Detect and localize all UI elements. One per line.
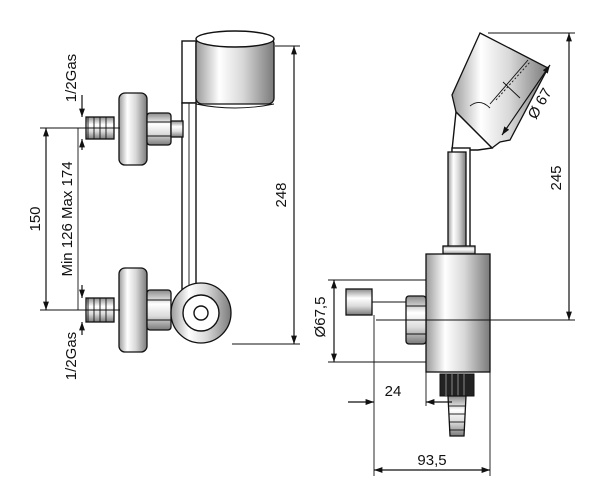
dim-150-label: 150 xyxy=(27,206,44,231)
right-view-mixer: Ø 67 245 xyxy=(312,32,575,476)
dimension-o67-5: Ø67,5 xyxy=(312,279,426,363)
tilted-shower-head xyxy=(447,32,549,249)
dim-24-label: 24 xyxy=(385,383,402,400)
dimension-24: 24 xyxy=(348,315,452,476)
dimension-93-5: 93,5 xyxy=(374,372,491,476)
upper-connector xyxy=(85,92,184,166)
shower-head-side xyxy=(181,30,275,109)
mixer-body xyxy=(345,245,491,437)
thread-top-label: 1/2Gas xyxy=(63,54,80,102)
dim-93-5-label: 93,5 xyxy=(417,452,446,469)
dimension-248: 248 xyxy=(232,45,300,345)
thread-bottom-label: 1/2Gas xyxy=(63,332,80,380)
dimension-150: 150 Min 126 Max 174 xyxy=(27,127,120,311)
dimension-245: 245 xyxy=(376,32,575,321)
thread-markers: 1/2Gas 1/2Gas xyxy=(63,54,85,380)
dim-range-label: Min 126 Max 174 xyxy=(59,161,76,276)
left-view-mixer: 150 Min 126 Max 174 1/2Gas 1/2Gas 248 xyxy=(27,30,300,380)
dim-245-label: 245 xyxy=(548,165,565,190)
dim-o67-5-label: Ø67,5 xyxy=(312,297,329,338)
dim-248-label: 248 xyxy=(273,182,290,207)
vertical-rail xyxy=(181,102,197,294)
